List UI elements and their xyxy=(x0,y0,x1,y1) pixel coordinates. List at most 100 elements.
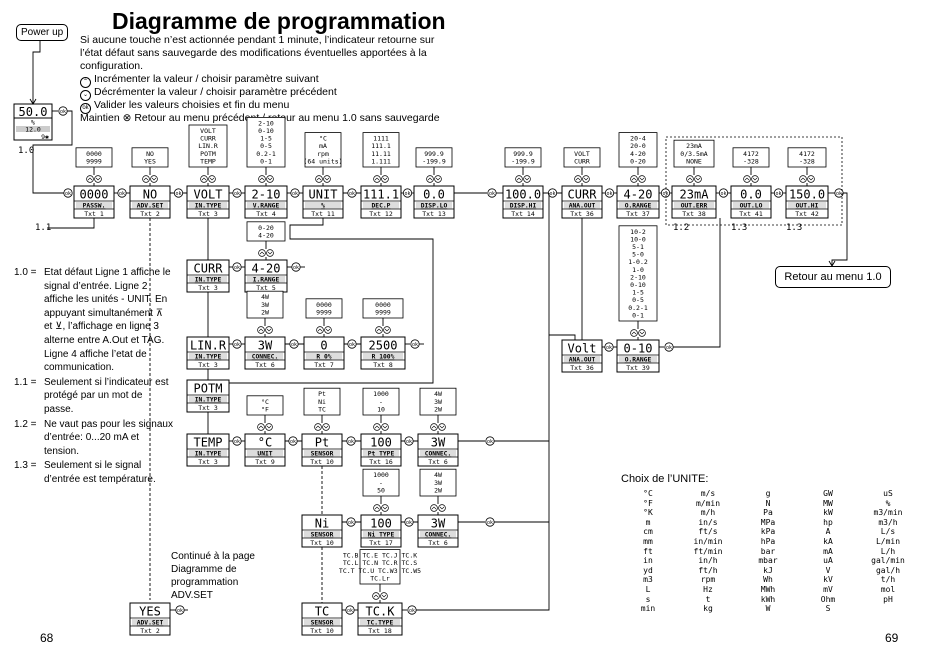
unit-item: g xyxy=(765,489,771,498)
up-key-icon xyxy=(372,592,380,600)
menu-value: 100 xyxy=(370,517,392,531)
ok-key-label: ok xyxy=(549,191,555,197)
intro-line-1: Si aucune touche n’est actionnée pendant… xyxy=(80,34,435,46)
connector-line xyxy=(32,40,41,104)
menu-value: YES xyxy=(139,605,161,619)
down-chevron-icon xyxy=(382,506,388,510)
unit-item: in/s xyxy=(698,517,718,527)
menu-label-bg xyxy=(674,202,714,209)
ok-key-icon xyxy=(345,605,355,615)
down-chevron-icon xyxy=(95,177,101,181)
menu-value: 3W xyxy=(431,436,446,450)
menu-label: DEC.P xyxy=(372,203,391,210)
menu-label: DISP.LO xyxy=(421,203,448,210)
up-key-icon xyxy=(142,175,150,183)
up-key-icon xyxy=(373,175,381,183)
ok-key-label: ok xyxy=(234,342,240,348)
key-up-text: Incrémenter la valeur / choisir paramètr… xyxy=(94,73,319,85)
down-key-icon xyxy=(323,175,331,183)
option-value: 4172 xyxy=(743,150,759,158)
intro-line-3: configuration. xyxy=(80,60,144,72)
menu-label-bg xyxy=(305,202,341,209)
menu-value: POTM xyxy=(194,382,223,396)
continue-note: Continué à la page Diagramme de programm… xyxy=(171,551,255,601)
option-value: °C xyxy=(261,398,269,406)
down-key-icon xyxy=(381,175,389,183)
ok-key-icon xyxy=(660,188,671,198)
option-value: 2-10 xyxy=(258,119,274,127)
ok-key-icon xyxy=(404,436,414,446)
menu-txt-number: Txt 41 xyxy=(739,210,763,218)
default-display xyxy=(13,103,53,141)
down-chevron-icon xyxy=(524,177,530,181)
option-value: 0-20 xyxy=(630,157,646,165)
ok-key-label: ok xyxy=(489,191,495,197)
unit-item: °F xyxy=(643,498,653,508)
up-chevron-icon xyxy=(374,506,380,510)
note-key: 1.2 = xyxy=(14,418,37,430)
up-key-icon xyxy=(375,326,383,334)
option-value: TC xyxy=(318,405,326,413)
unit-item: MPa xyxy=(760,517,776,527)
ref-1-0: 1.0 xyxy=(18,146,34,156)
ok-key-icon xyxy=(773,188,784,198)
ok-key-label: ok xyxy=(487,520,493,526)
up-chevron-icon xyxy=(431,425,437,429)
menu-value: 2500 xyxy=(369,339,398,353)
ok-key-icon xyxy=(346,436,356,446)
menu-txt-number: Txt 2 xyxy=(140,627,160,635)
menu-label-bg xyxy=(247,450,283,457)
ok-key-label: ok xyxy=(487,439,493,445)
ok-key-label: ok xyxy=(293,265,299,271)
options-box-unit xyxy=(304,132,342,168)
ok-key-label: ok xyxy=(119,191,125,197)
down-chevron-icon xyxy=(267,251,273,255)
option-value: 20-0 xyxy=(630,142,646,150)
menu-value: TC xyxy=(315,605,329,619)
down-chevron-icon xyxy=(151,177,157,181)
unit-item: bar xyxy=(760,546,776,556)
option-value: TC.L TC.N TC.R TC.S xyxy=(343,559,417,567)
option-value: 1-5 xyxy=(260,135,272,143)
unit-item: kA xyxy=(823,536,833,546)
option-value: VOLT xyxy=(574,150,590,158)
menu-label: ANA.OUT xyxy=(569,203,596,210)
note-text: Ne vaut pas pour les signaux d’entrée: 0… xyxy=(44,418,173,457)
option-value: mA xyxy=(319,142,327,150)
option-value: NO xyxy=(146,150,154,158)
unit-item: rpm xyxy=(700,575,716,585)
option-value: 0-5 xyxy=(260,142,272,150)
unit-item: N xyxy=(765,498,771,508)
menu-label-bg xyxy=(564,356,600,363)
ok-key-label: ok xyxy=(177,608,183,614)
note-key: 1.3 = xyxy=(14,460,37,472)
menu-value: 0.0 xyxy=(423,188,445,202)
ok-key-icon xyxy=(347,188,357,198)
option-value: 999.9 xyxy=(513,150,533,158)
ok-key-label: ok xyxy=(347,608,353,614)
down-chevron-icon xyxy=(384,328,390,332)
unit-item: MW xyxy=(823,498,833,508)
down-key-icon xyxy=(582,175,590,183)
menu-label: TC.TYPE xyxy=(367,620,394,627)
unit-item: ft/min xyxy=(693,546,723,556)
unit-item: m/s xyxy=(700,489,716,498)
menu-label: IN.TYPE xyxy=(195,354,222,361)
option-value: 20-4 xyxy=(630,135,646,143)
menu-label-bg xyxy=(132,202,168,209)
menu-value: 100.0 xyxy=(505,188,541,202)
ok-key-label: ok xyxy=(662,191,668,197)
up-key-icon xyxy=(258,175,266,183)
ok-key-icon xyxy=(232,339,242,349)
menu-value: TEMP xyxy=(194,436,223,450)
down-chevron-icon xyxy=(323,425,329,429)
unit-item: m xyxy=(645,517,651,527)
down-chevron-icon xyxy=(695,177,701,181)
options-box-connec3 xyxy=(419,468,457,497)
option-value: 4172 xyxy=(799,150,815,158)
option-value: -199.9 xyxy=(422,157,446,165)
ok-key-icon xyxy=(604,342,614,352)
menu-txt-number: Txt 12 xyxy=(369,210,393,218)
